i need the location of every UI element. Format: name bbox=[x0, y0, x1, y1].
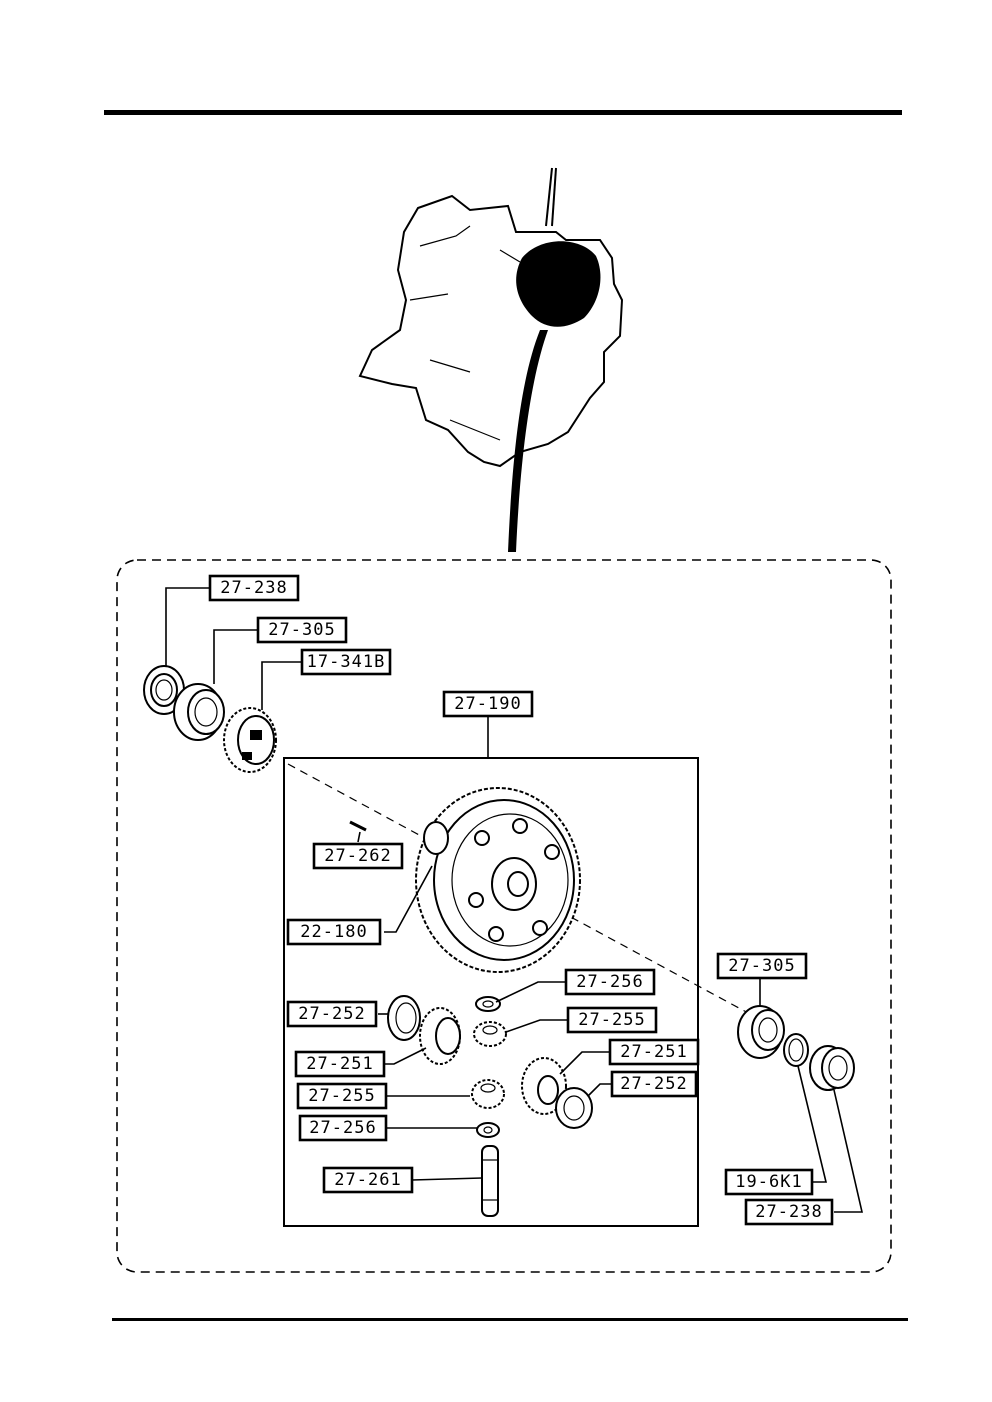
label-27-305-right: 27-305 bbox=[716, 952, 808, 980]
header-rule bbox=[104, 110, 902, 115]
label-22-180: 22-180 bbox=[286, 918, 382, 946]
label-27-305-top: 27-305 bbox=[256, 616, 348, 644]
side-washer-left-illustration bbox=[387, 995, 421, 1041]
label-17-341b: 17-341B bbox=[300, 648, 392, 676]
label-27-251-left: 27-251 bbox=[294, 1050, 386, 1078]
side-gear-right-illustration bbox=[521, 1057, 567, 1115]
label-27-256-lower: 27-256 bbox=[298, 1114, 388, 1142]
differential-assembly-box bbox=[283, 757, 699, 1227]
label-27-262: 27-262 bbox=[312, 842, 404, 870]
label-text: 27-261 bbox=[334, 1170, 401, 1190]
label-27-252-left: 27-252 bbox=[286, 1000, 378, 1028]
label-27-255-lower: 27-255 bbox=[296, 1082, 388, 1110]
ring-gear-illustration bbox=[415, 787, 581, 973]
label-27-256-upper: 27-256 bbox=[564, 968, 656, 996]
right-bearing-race-illustration bbox=[737, 1005, 785, 1059]
side-gear-left-illustration bbox=[419, 1007, 461, 1065]
footer-rule bbox=[112, 1318, 908, 1321]
label-27-252-right: 27-252 bbox=[610, 1070, 698, 1098]
label-27-238-right: 27-238 bbox=[744, 1198, 834, 1226]
label-text: 27-190 bbox=[454, 694, 521, 714]
label-text: 27-255 bbox=[578, 1010, 645, 1030]
label-text: 27-305 bbox=[728, 956, 795, 976]
label-27-261: 27-261 bbox=[322, 1166, 414, 1194]
leader-curve bbox=[508, 330, 548, 552]
label-text: 17-341B bbox=[307, 652, 386, 672]
leader-lines bbox=[165, 587, 864, 1213]
pinion-shaft-illustration bbox=[481, 1145, 499, 1217]
label-text: 19-6K1 bbox=[735, 1172, 802, 1192]
label-text: 27-256 bbox=[309, 1118, 376, 1138]
label-text: 27-252 bbox=[298, 1004, 365, 1024]
speedometer-drive-gear-illustration bbox=[223, 707, 277, 773]
washer-lower-illustration bbox=[476, 1122, 500, 1138]
label-text: 27-305 bbox=[268, 620, 335, 640]
label-text: 27-251 bbox=[306, 1054, 373, 1074]
left-bearing-illustration bbox=[143, 665, 185, 715]
label-text: 27-238 bbox=[755, 1202, 822, 1222]
label-text: 27-256 bbox=[576, 972, 643, 992]
centre-axis bbox=[287, 763, 751, 1015]
label-text: 27-238 bbox=[220, 578, 287, 598]
label-27-251-right: 27-251 bbox=[608, 1038, 700, 1066]
label-19-6k1: 19-6K1 bbox=[724, 1168, 814, 1196]
left-bearing-race-illustration bbox=[173, 683, 225, 741]
roll-pin-illustration bbox=[349, 820, 367, 832]
label-27-190: 27-190 bbox=[442, 690, 534, 718]
right-bearing-illustration bbox=[809, 1045, 855, 1091]
component-group-outline bbox=[116, 559, 892, 1273]
label-text: 27-252 bbox=[620, 1074, 687, 1094]
label-27-255-upper: 27-255 bbox=[566, 1006, 658, 1034]
side-washer-right-illustration bbox=[555, 1087, 593, 1129]
pinion-lower-illustration bbox=[471, 1079, 505, 1109]
shim-illustration bbox=[783, 1033, 809, 1067]
pinion-upper-illustration bbox=[473, 1021, 507, 1047]
label-text: 27-255 bbox=[308, 1086, 375, 1106]
transaxle-housing-illustration bbox=[358, 167, 624, 552]
label-text: 27-262 bbox=[324, 846, 391, 866]
differential-location-highlight bbox=[516, 241, 601, 327]
label-27-238-top: 27-238 bbox=[208, 574, 300, 602]
label-text: 22-180 bbox=[300, 922, 367, 942]
washer-upper-illustration bbox=[475, 996, 501, 1012]
label-text: 27-251 bbox=[620, 1042, 687, 1062]
